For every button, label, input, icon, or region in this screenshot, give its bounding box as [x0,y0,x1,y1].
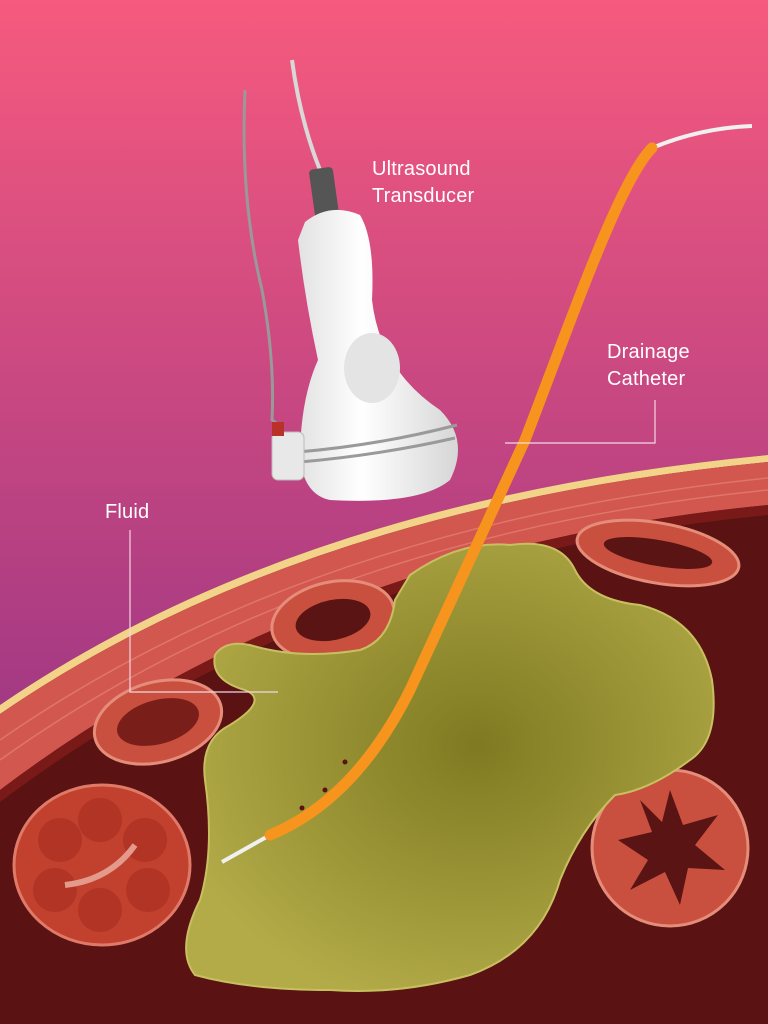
drainage-catheter [264,142,658,841]
kidney [12,783,192,947]
catheter-label-line2: Catheter [607,368,686,390]
catheter-label: Drainage Catheter [607,339,690,393]
bowel-loop-right [575,518,741,588]
transducer-label: Ultrasound Transducer [372,156,474,210]
stomach-cross-section [590,768,750,928]
catheter-label-line1: Drainage [607,341,690,363]
transducer-label-line2: Transducer [372,185,475,207]
fluid-label: Fluid [105,501,150,523]
guidewire-top [651,124,753,150]
ultrasound-transducer [242,59,458,501]
muscle-layer [0,462,768,790]
bowel-loop-left [92,678,224,766]
catheter-leader-line [505,400,656,444]
guidewire-tip [221,833,271,864]
transducer-label-line1: Ultrasound [372,158,471,180]
fluid-leader-line [129,530,278,693]
fluid-collection [185,542,715,992]
